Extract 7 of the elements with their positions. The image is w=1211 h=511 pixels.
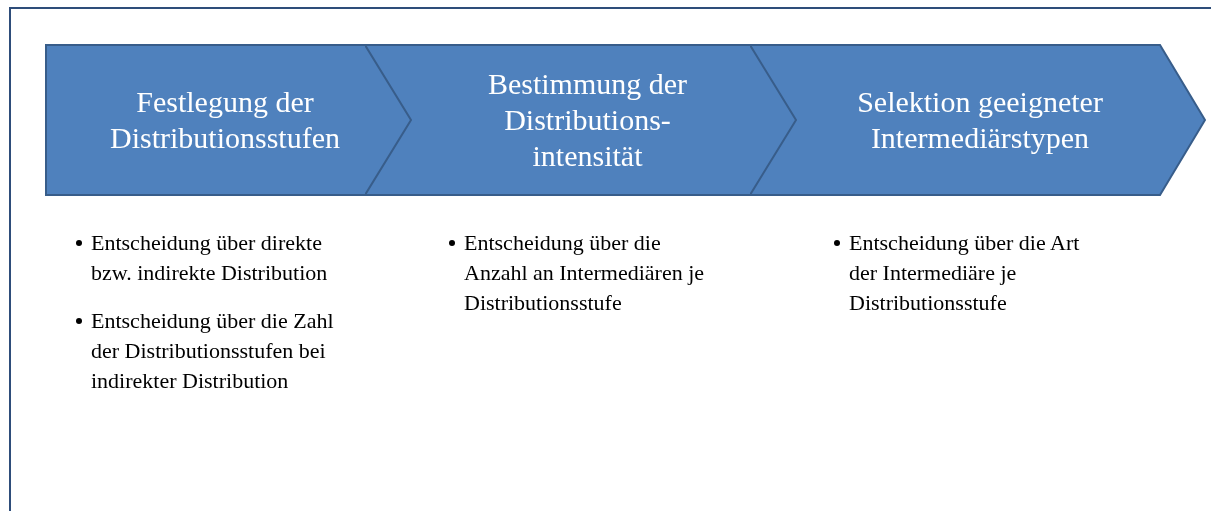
step-title: Bestimmung der Distributions-intensität [486,66,689,174]
bullet-text: Entscheidung über die Zahl der Distributionsstufen bei indirekter Distribution [91,307,335,395]
step-title: Selektion geeigneter Intermediärstypen [856,84,1104,156]
bullet-text: Entscheidung über die Art der Intermediäre je Distributionsstufe [849,229,1081,317]
bullet-text: Entscheidung über die Anzahl an Intermediären je Distributionsstufe [464,229,706,317]
step-title: Festlegung der Distributionsstufen [109,84,341,156]
bullet-text: Entscheidung über direkte bzw. indirekte Distribution [91,229,329,287]
